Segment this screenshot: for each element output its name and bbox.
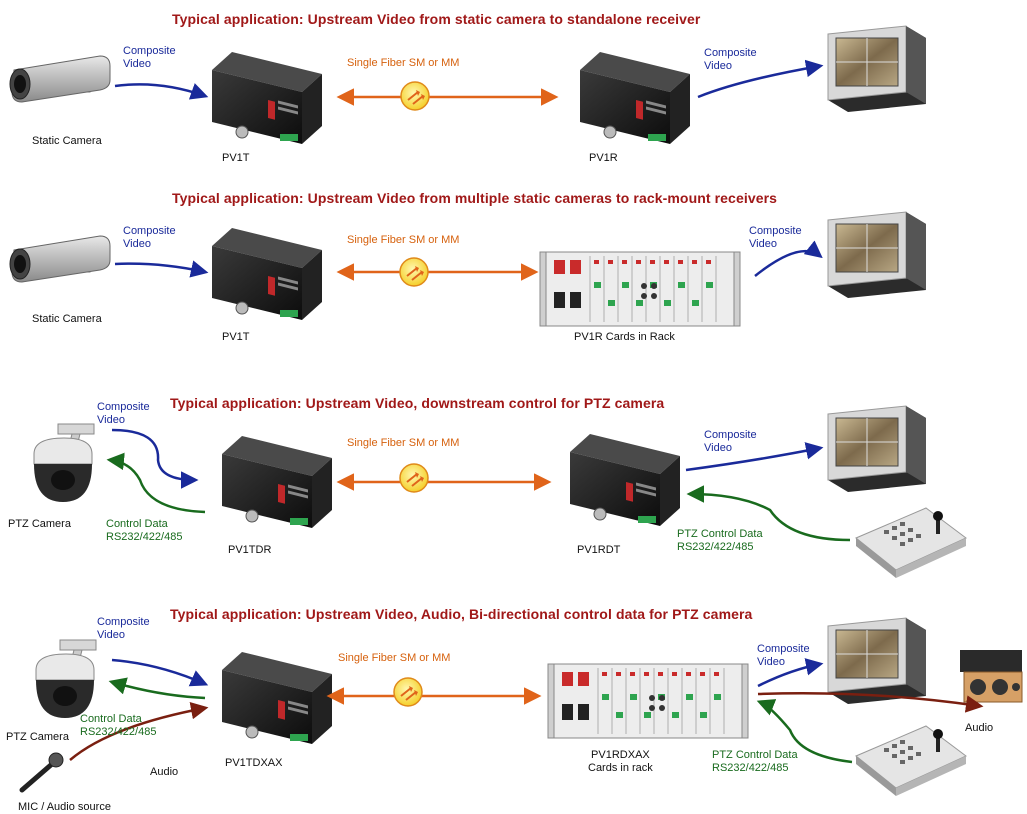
- ptz-keyboard-icon: [855, 507, 967, 579]
- rx-unit-label: PV1RDXAX Cards in rack: [588, 749, 653, 774]
- receiver-unit-icon: [569, 433, 681, 527]
- video-out-label: Composite Video: [749, 225, 802, 250]
- tx-unit-label: PV1T: [222, 331, 250, 343]
- rx-unit-label: PV1R Cards in Rack: [574, 331, 675, 343]
- fiber-link-icon: [399, 257, 429, 287]
- audio-in-label: Audio: [150, 766, 179, 778]
- fiber-label: Single Fiber SM or MM: [347, 437, 460, 449]
- tx-unit-label: PV1TDR: [228, 544, 272, 556]
- receiver-rack-icon: [539, 251, 741, 327]
- control-in-label: Control Data RS232/422/485: [106, 518, 183, 543]
- camera-label: PTZ Camera: [6, 731, 69, 743]
- receiver-rack-icon: [547, 663, 749, 739]
- ptz-camera-icon: [33, 423, 95, 503]
- video-out-label: Composite Video: [704, 47, 757, 72]
- monitor-icon: [827, 211, 927, 299]
- control-out-label: PTZ Control Data RS232/422/485: [712, 749, 798, 774]
- video-in-label: Composite Video: [97, 616, 150, 641]
- video-in-label: Composite Video: [123, 45, 176, 70]
- section-1-title: Typical application: Upstream Video from…: [172, 11, 701, 27]
- ptz-keyboard-icon: [855, 725, 967, 797]
- rx-unit-label: PV1RDT: [577, 544, 621, 556]
- monitor-icon: [827, 405, 927, 493]
- fiber-link-icon: [400, 81, 430, 111]
- transmitter-unit-icon: [221, 435, 333, 529]
- audio-source-label: MIC / Audio source: [18, 801, 111, 813]
- transmitter-unit-icon: [221, 651, 333, 745]
- camera-label: Static Camera: [32, 313, 102, 325]
- monitor-icon: [827, 25, 927, 113]
- receiver-unit-icon: [579, 51, 691, 145]
- camera-label: PTZ Camera: [8, 518, 71, 530]
- section-3-title: Typical application: Upstream Video, dow…: [170, 395, 665, 411]
- static-camera-icon: [9, 235, 111, 283]
- fiber-label: Single Fiber SM or MM: [347, 234, 460, 246]
- tx-unit-label: PV1T: [222, 152, 250, 164]
- audio-out-label: Audio: [965, 722, 994, 734]
- tx-unit-label: PV1TDXAX: [225, 757, 283, 769]
- transmitter-unit-icon: [211, 51, 323, 145]
- audio-amplifier-icon: [960, 650, 1023, 703]
- camera-label: Static Camera: [32, 135, 102, 147]
- microphone-icon: [19, 752, 64, 793]
- video-in-label: Composite Video: [97, 401, 150, 426]
- fiber-link-icon: [393, 677, 423, 707]
- rx-unit-label: PV1R: [589, 152, 618, 164]
- video-out-label: Composite Video: [757, 643, 810, 668]
- fiber-label: Single Fiber SM or MM: [338, 652, 451, 664]
- section-2-title: Typical application: Upstream Video from…: [172, 190, 778, 206]
- static-camera-icon: [9, 55, 111, 103]
- video-out-label: Composite Video: [704, 429, 757, 454]
- section-4-title: Typical application: Upstream Video, Aud…: [170, 606, 753, 622]
- fiber-label: Single Fiber SM or MM: [347, 57, 460, 69]
- monitor-icon: [827, 617, 927, 705]
- ptz-camera-icon: [35, 639, 97, 719]
- transmitter-unit-icon: [211, 227, 323, 321]
- fiber-link-icon: [399, 463, 429, 493]
- control-in-label: Control Data RS232/422/485: [80, 713, 157, 738]
- control-out-label: PTZ Control Data RS232/422/485: [677, 528, 763, 553]
- video-in-label: Composite Video: [123, 225, 176, 250]
